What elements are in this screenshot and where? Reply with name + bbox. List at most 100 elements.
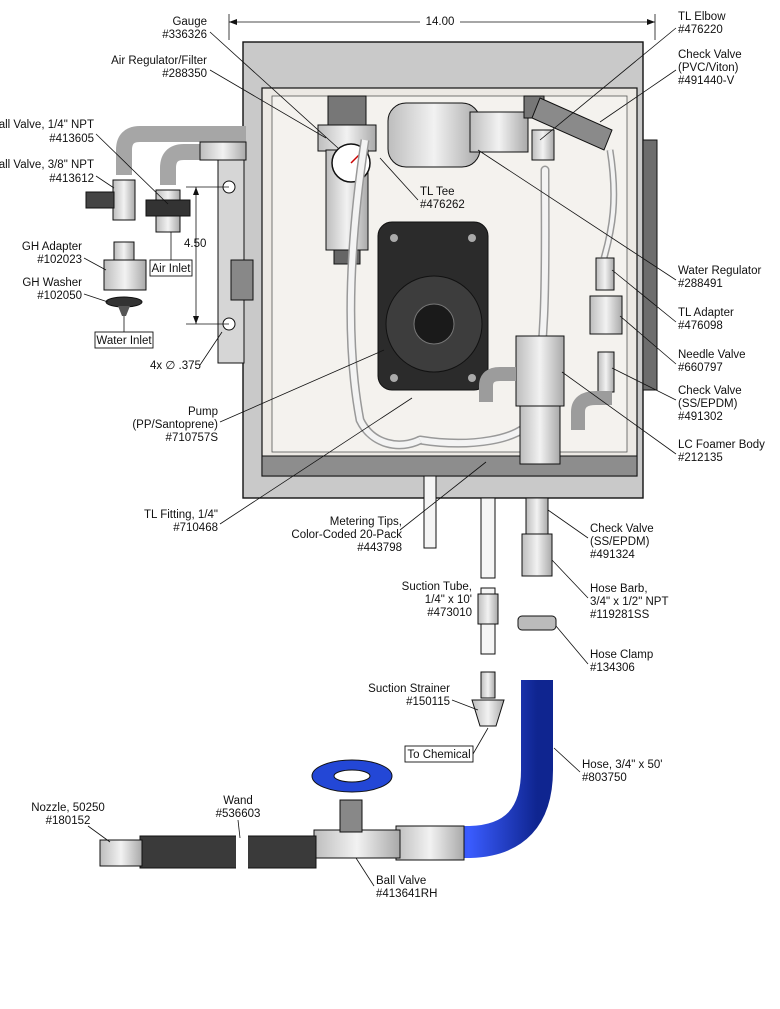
svg-text:TL Adapter: TL Adapter xyxy=(678,307,734,319)
svg-text:TL Fitting, 1/4": TL Fitting, 1/4" xyxy=(144,509,218,521)
svg-text:(PP/Santoprene): (PP/Santoprene) xyxy=(132,419,218,431)
callout-gh-adapter: GH Adapter #102023 xyxy=(22,241,107,271)
height-dimension: 4.50 xyxy=(184,186,229,325)
gh-adapter xyxy=(103,241,147,291)
callout-wand: Wand #536603 xyxy=(216,795,261,839)
svg-text:#443798: #443798 xyxy=(357,542,402,554)
svg-text:GH Adapter: GH Adapter xyxy=(22,241,82,253)
callout-tl-elbow: TL Elbow #476220 xyxy=(539,11,726,141)
svg-text:Nozzle, 50250: Nozzle, 50250 xyxy=(31,802,105,814)
water-inlet-box: Water Inlet xyxy=(94,316,154,349)
svg-text:Ball Valve, 3/8" NPT: Ball Valve, 3/8" NPT xyxy=(0,159,94,171)
svg-text:LC Foamer Body: LC Foamer Body xyxy=(678,439,765,451)
mounting-flange xyxy=(217,147,245,364)
callout-air-regulator: Air Regulator/Filter #288350 xyxy=(111,55,327,139)
callout-suction-tube: Suction Tube, 1/4" x 10' #473010 xyxy=(402,581,472,619)
ball-valve-right xyxy=(145,189,191,233)
svg-text:Check Valve: Check Valve xyxy=(678,49,742,61)
callout-suction-strainer: Suction Strainer #150115 xyxy=(368,683,479,711)
air-inlet-label: Air Inlet xyxy=(152,263,192,275)
external-elbows xyxy=(116,126,247,185)
svg-text:Needle Valve: Needle Valve xyxy=(678,349,746,361)
svg-text:#413612: #413612 xyxy=(49,173,94,185)
callout-check-valve-pvc: Check Valve (PVC/Viton) #491440-V xyxy=(599,49,742,123)
svg-text:GH Washer: GH Washer xyxy=(22,277,82,289)
svg-text:3/4" x 1/2" NPT: 3/4" x 1/2" NPT xyxy=(590,596,668,608)
svg-text:Check Valve: Check Valve xyxy=(678,385,742,397)
svg-text:Hose Clamp: Hose Clamp xyxy=(590,649,653,661)
callout-tl-tee: TL Tee #476262 xyxy=(379,157,465,211)
svg-text:Air Regulator/Filter: Air Regulator/Filter xyxy=(111,55,207,67)
callout-hose-clamp: Hose Clamp #134306 xyxy=(555,625,653,674)
svg-text:#288491: #288491 xyxy=(678,278,723,290)
svg-text:(SS/EPDM): (SS/EPDM) xyxy=(590,536,650,548)
svg-text:Gauge: Gauge xyxy=(172,16,207,28)
wand xyxy=(139,832,317,872)
svg-text:#212135: #212135 xyxy=(678,452,723,464)
callout-gauge: Gauge #336326 xyxy=(162,16,339,149)
hose-barb xyxy=(521,497,553,577)
svg-text:#180152: #180152 xyxy=(46,815,91,827)
svg-text:#102023: #102023 xyxy=(37,254,82,266)
svg-text:Hose, 3/4" x 50': Hose, 3/4" x 50' xyxy=(582,759,662,771)
main-ball-valve xyxy=(311,759,401,859)
svg-text:Suction Strainer: Suction Strainer xyxy=(368,683,450,695)
suction-tube xyxy=(423,475,505,727)
svg-text:#134306: #134306 xyxy=(590,662,635,674)
svg-text:#473010: #473010 xyxy=(427,607,472,619)
to-chemical-box: To Chemical xyxy=(404,727,489,763)
svg-text:Water Regulator: Water Regulator xyxy=(678,265,761,277)
callout-tl-fitting: TL Fitting, 1/4" #710468 xyxy=(144,397,413,534)
svg-text:Check Valve: Check Valve xyxy=(590,523,654,535)
svg-text:TL Elbow: TL Elbow xyxy=(678,11,726,23)
svg-text:#536603: #536603 xyxy=(216,808,261,820)
water-regulator xyxy=(387,102,529,168)
width-dimension: 14.00 xyxy=(228,13,656,40)
svg-text:#288350: #288350 xyxy=(162,68,207,80)
callout-main-ball-valve: Ball Valve #413641RH xyxy=(355,857,437,900)
hose-clamp xyxy=(517,615,557,631)
height-value: 4.50 xyxy=(184,238,206,250)
gh-washer xyxy=(105,296,143,316)
svg-text:#491324: #491324 xyxy=(590,549,635,561)
to-chemical-label: To Chemical xyxy=(407,749,470,761)
callout-hose-barb: Hose Barb, 3/4" x 1/2" NPT #119281SS xyxy=(551,559,668,621)
svg-text:#491440-V: #491440-V xyxy=(678,75,735,87)
svg-text:Wand: Wand xyxy=(223,795,253,807)
pump-elbow xyxy=(479,367,516,402)
svg-text:Hose Barb,: Hose Barb, xyxy=(590,583,648,595)
hose-ferrule xyxy=(395,825,465,861)
pvc-check-valve xyxy=(531,97,613,151)
water-inlet-label: Water Inlet xyxy=(96,335,152,347)
pump xyxy=(377,221,489,391)
cabinet-hinge xyxy=(642,139,658,391)
lc-foamer-body xyxy=(515,335,565,465)
svg-text:#710468: #710468 xyxy=(173,522,218,534)
callout-tl-adapter: TL Adapter #476098 xyxy=(611,269,734,332)
svg-text:Pump: Pump xyxy=(188,406,218,418)
water-reg-right-fittings xyxy=(571,257,623,430)
callout-lc-foamer: LC Foamer Body #212135 xyxy=(561,371,765,464)
callout-hose: Hose, 3/4" x 50' #803750 xyxy=(553,747,662,784)
svg-text:#710757S: #710757S xyxy=(166,432,219,444)
svg-text:Metering Tips,: Metering Tips, xyxy=(330,516,402,528)
svg-text:(PVC/Viton): (PVC/Viton) xyxy=(678,62,739,74)
svg-text:(SS/EPDM): (SS/EPDM) xyxy=(678,398,738,410)
svg-text:Suction Tube,: Suction Tube, xyxy=(402,581,472,593)
svg-text:#491302: #491302 xyxy=(678,411,723,423)
width-value: 14.00 xyxy=(426,16,455,28)
svg-text:#413641RH: #413641RH xyxy=(376,888,437,900)
svg-text:#102050: #102050 xyxy=(37,290,82,302)
callout-ball-valve-14: Ball Valve, 1/4" NPT #413605 xyxy=(0,119,169,205)
svg-text:#476098: #476098 xyxy=(678,320,723,332)
svg-text:#476220: #476220 xyxy=(678,24,723,36)
svg-text:TL Tee: TL Tee xyxy=(420,186,455,198)
svg-text:Color-Coded 20-Pack: Color-Coded 20-Pack xyxy=(291,529,402,541)
svg-text:Ball Valve: Ball Valve xyxy=(376,875,426,887)
air-inlet-box: Air Inlet xyxy=(149,232,193,277)
blue-hose xyxy=(400,600,557,858)
callout-pump: Pump (PP/Santoprene) #710757S xyxy=(132,349,385,444)
svg-text:#119281SS: #119281SS xyxy=(590,609,650,621)
ball-valve-left xyxy=(85,179,136,221)
